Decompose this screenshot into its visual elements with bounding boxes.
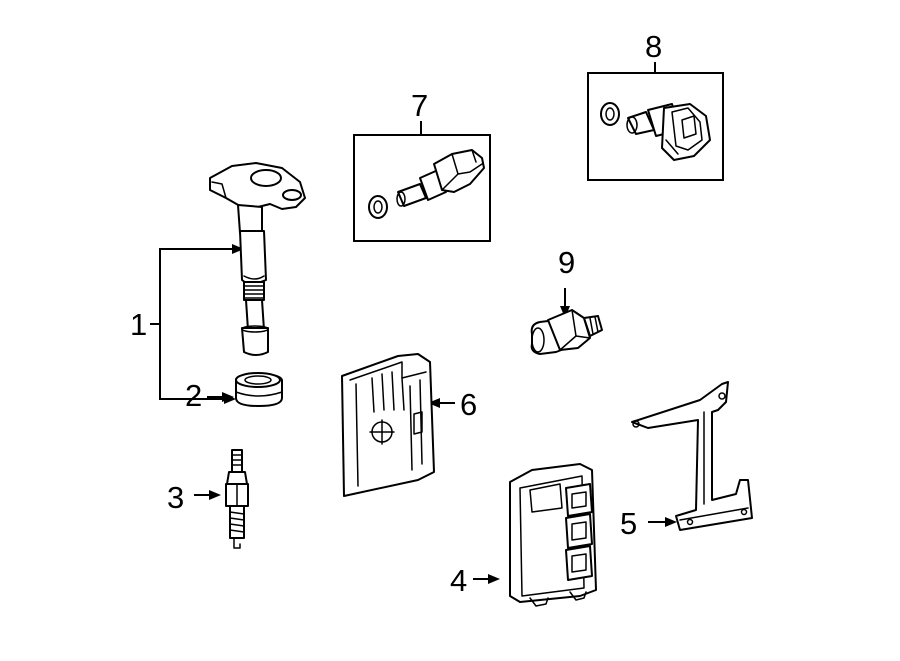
part-8-box xyxy=(587,72,724,181)
leader-3 xyxy=(194,490,221,500)
callout-9: 9 xyxy=(558,245,575,280)
leader-6 xyxy=(428,398,455,408)
spark-plug xyxy=(225,449,249,549)
callout-8: 8 xyxy=(645,29,662,64)
sensor-9 xyxy=(530,309,603,355)
ecm-bracket xyxy=(631,381,753,531)
ecm-module xyxy=(509,463,597,607)
callout-5: 5 xyxy=(620,506,637,541)
leader-4 xyxy=(473,574,500,584)
callout-4: 4 xyxy=(450,563,467,598)
leader-2 xyxy=(207,392,234,402)
part-7-box xyxy=(353,134,491,242)
ecm-cover xyxy=(341,353,435,497)
leader-5 xyxy=(648,517,677,527)
callout-3: 3 xyxy=(167,480,184,515)
callout-2: 2 xyxy=(185,378,202,413)
callout-7: 7 xyxy=(411,88,428,123)
sensor-7 xyxy=(368,149,485,219)
callout-6: 6 xyxy=(460,387,477,422)
plug-seal xyxy=(235,372,283,407)
ignition-coil xyxy=(209,162,306,356)
sensor-8 xyxy=(600,102,711,161)
callout-1: 1 xyxy=(130,307,147,342)
